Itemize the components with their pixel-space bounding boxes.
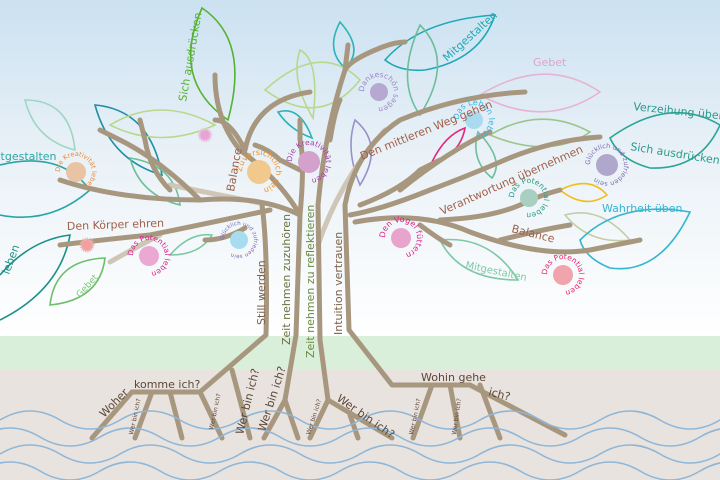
leaf-label: Mitgestalten [0, 150, 57, 163]
leaf-label: Gebet [533, 56, 567, 69]
flower-dot-small [197, 127, 213, 143]
leaf [608, 111, 720, 169]
flower-dot [247, 160, 271, 184]
root-label: komme ich? [134, 378, 200, 391]
flower-dot [139, 246, 159, 266]
branches [57, 39, 643, 265]
water-waves [0, 410, 720, 480]
leaf [438, 238, 520, 281]
trunk-and-roots [89, 202, 568, 441]
branch-label: Zeit nehmen zuzuhören [280, 214, 293, 345]
leaf [478, 73, 602, 113]
leaf [276, 110, 314, 140]
branch-label: Intuition vertrauen [332, 232, 345, 335]
leaf [189, 6, 236, 122]
flower-dot [230, 231, 248, 249]
leaf [350, 118, 373, 187]
flower-dot [465, 111, 483, 129]
leaf [108, 109, 217, 139]
leaf [23, 99, 76, 152]
flower-dot [520, 189, 538, 207]
flower-dot [596, 154, 618, 176]
ground [0, 370, 720, 480]
leaf [0, 234, 71, 321]
leaf [296, 48, 316, 121]
leaf [488, 118, 592, 148]
leaf [168, 233, 214, 256]
flower-dot [391, 228, 411, 248]
flower-dot [370, 83, 388, 101]
root-label: Wohin gehe [421, 371, 486, 384]
flower-dot [553, 265, 573, 285]
branch-label: Den Körper ehren [67, 217, 165, 233]
root-label: ich? [487, 385, 512, 403]
leaf [558, 182, 609, 203]
leaf [49, 257, 106, 306]
branch-label: Still werden [255, 260, 268, 325]
flower-dot [66, 162, 86, 182]
leaf [579, 208, 692, 270]
flower-dot-small [79, 237, 95, 253]
branch-label: Zeit nehmen zu reflektieren [304, 205, 317, 358]
leaf-label: Wahrheit üben [602, 202, 683, 215]
leaf [475, 130, 497, 180]
flower-dot [298, 151, 320, 173]
